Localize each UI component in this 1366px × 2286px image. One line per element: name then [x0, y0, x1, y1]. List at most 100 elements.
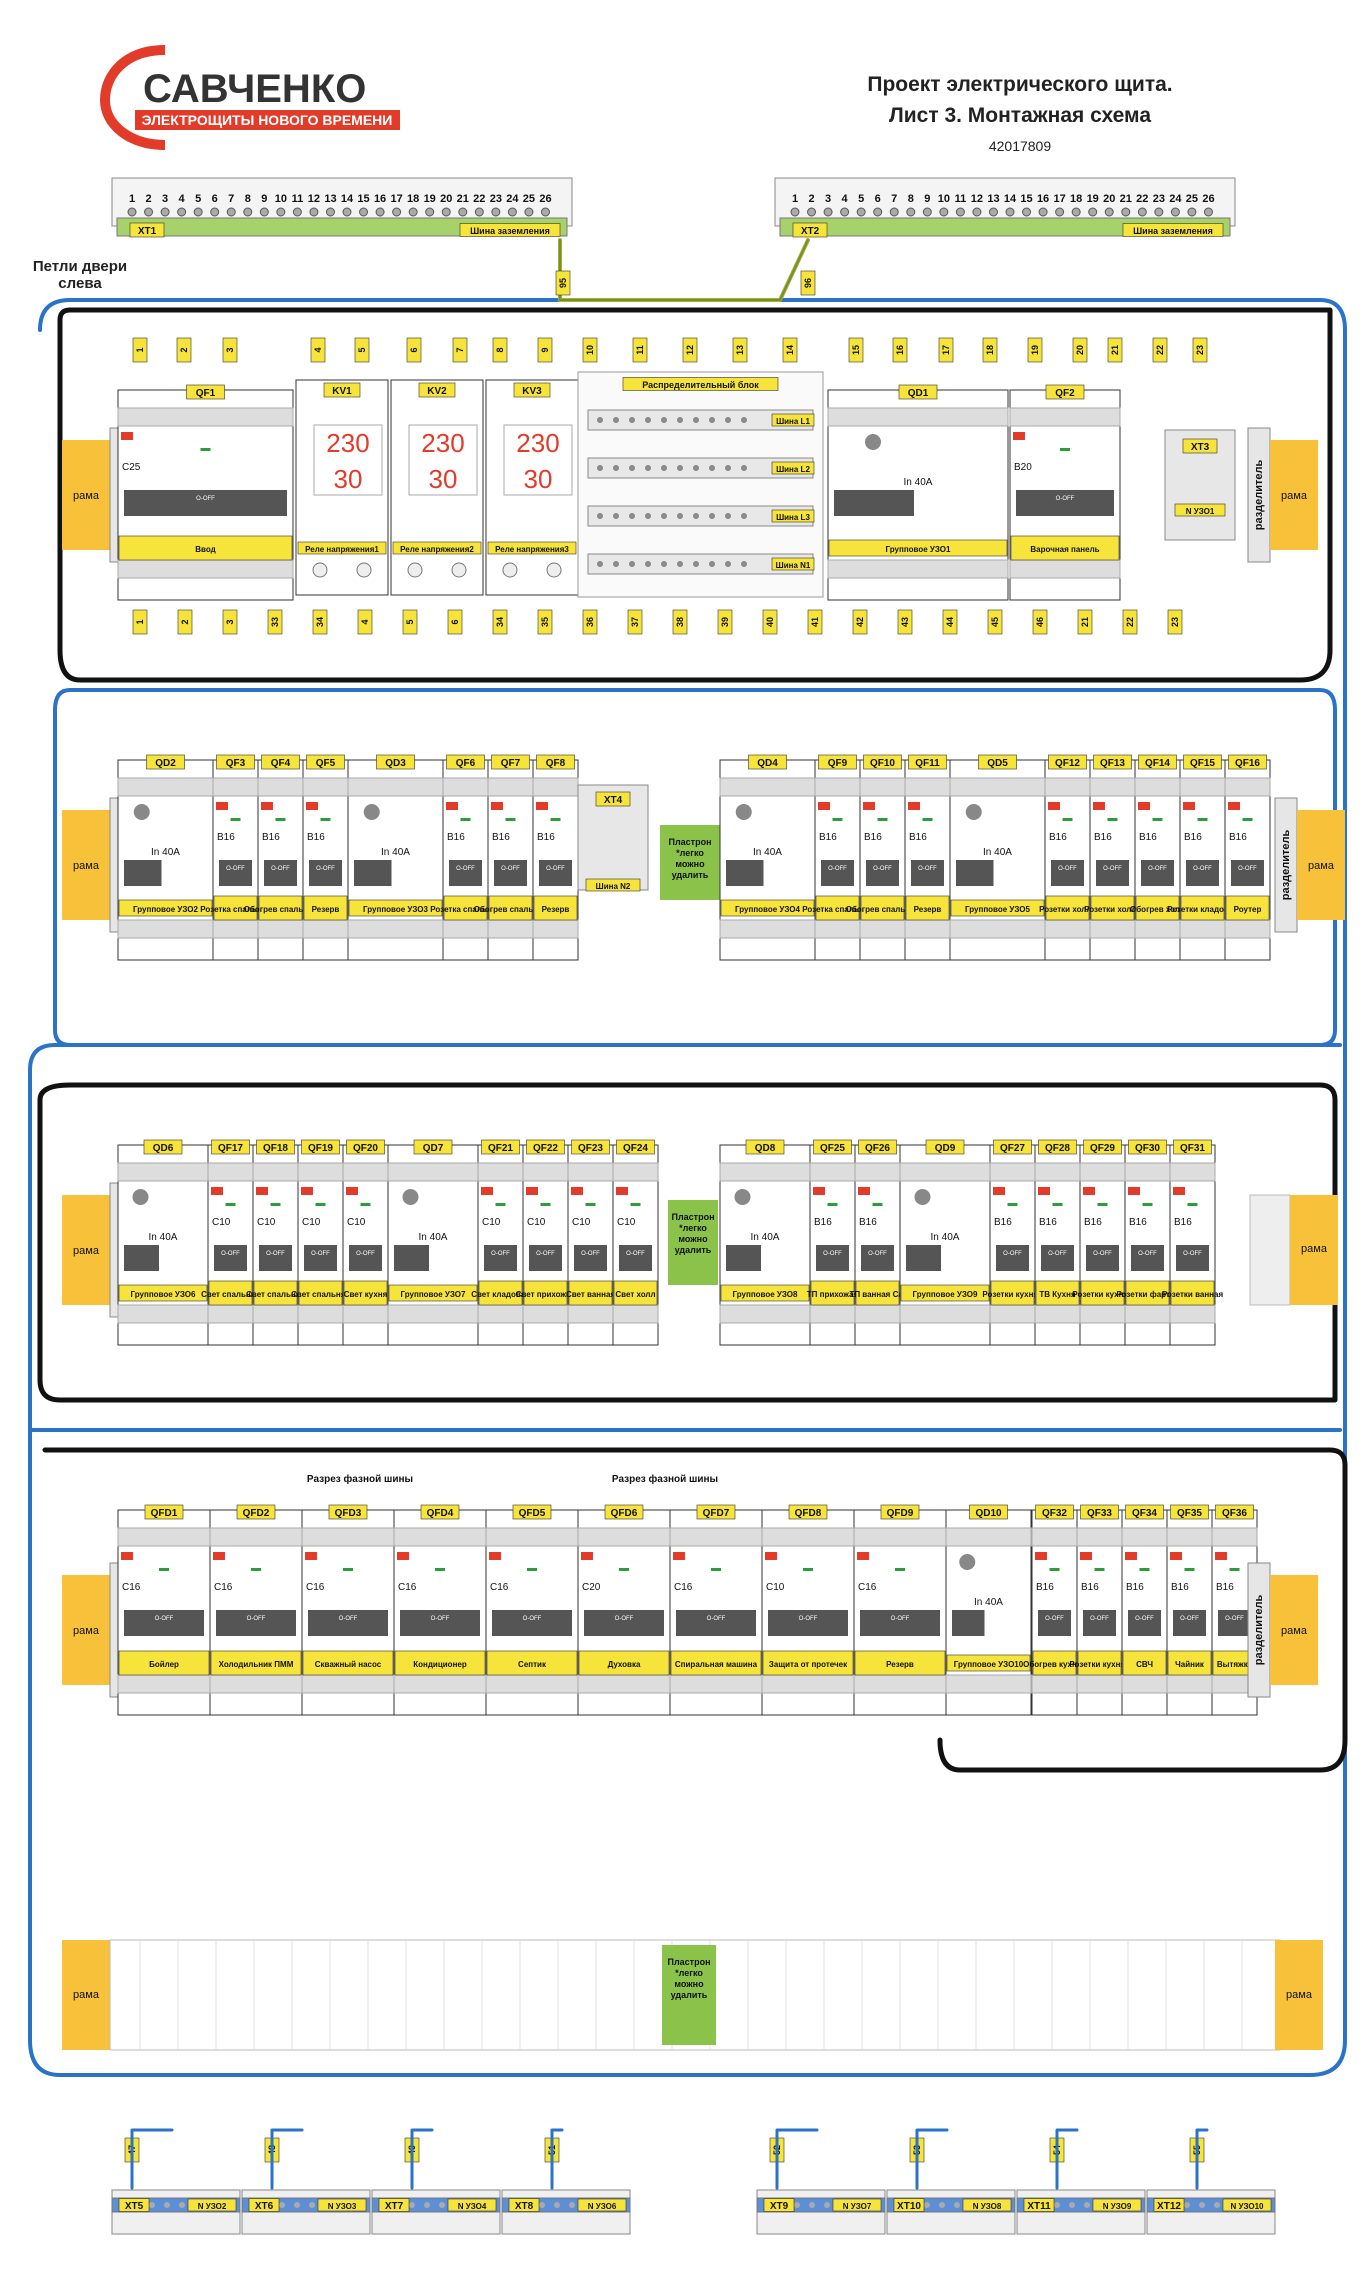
- device-tag: QF35: [1170, 1504, 1209, 1520]
- row1-wire-bottom-21: 21: [1077, 609, 1093, 635]
- tag-box: [818, 754, 857, 770]
- bottom-screws: [577, 1674, 671, 1694]
- row1-wire-top-21: 21: [1107, 337, 1123, 363]
- screw-icon: [1022, 207, 1032, 217]
- wire-tag-box: [176, 337, 192, 363]
- ekf-icon: [491, 802, 503, 810]
- tag-box: [577, 2198, 627, 2212]
- indicator-icon: [251, 1568, 261, 1571]
- wire-tag-text: 1: [135, 347, 145, 352]
- bottom-screws: [814, 919, 861, 939]
- rama-label: рама: [73, 1989, 100, 2001]
- screw-icon: [540, 207, 550, 217]
- terminal-number: 13: [987, 193, 999, 205]
- tag-text: Розетки ванная: [1162, 1290, 1224, 1299]
- rcd-qd2: In 40A: [117, 759, 214, 961]
- ekf-icon: [1080, 1552, 1092, 1560]
- device-tag: XT3: [1182, 438, 1218, 454]
- wire-tag-text: 21: [1110, 345, 1120, 355]
- device-tag: QD1: [898, 384, 938, 400]
- screw-icon: [790, 207, 800, 217]
- tag-box: [508, 2198, 540, 2212]
- rating: B16: [1049, 832, 1067, 843]
- tag-box: [376, 754, 415, 770]
- bus-tag: N УЗО8: [962, 2198, 1012, 2212]
- rating: C16: [398, 1582, 417, 1593]
- tag-box: [748, 754, 787, 770]
- tag-text: QF18: [263, 1143, 288, 1154]
- wire-tag-box: [717, 609, 733, 635]
- top-screws: [854, 1162, 901, 1182]
- device-tag: QD6: [143, 1139, 183, 1155]
- wire-tag-box: [357, 609, 373, 635]
- plastron-panel: [668, 1200, 718, 1285]
- toggle-lever: [816, 1245, 849, 1271]
- top-screws: [945, 1527, 1032, 1547]
- wire-tag-text: 14: [785, 345, 795, 355]
- tag-box: [1174, 503, 1226, 517]
- tag-box: [1035, 1280, 1080, 1306]
- screw-icon: [597, 465, 603, 471]
- tag-box: [670, 1650, 762, 1676]
- rating: B16: [1084, 1217, 1102, 1228]
- rcd-qd5: In 40A: [949, 759, 1046, 961]
- device-name: Розетка спальня2: [430, 895, 501, 921]
- tag-text: XT7: [385, 2201, 404, 2212]
- row1-wire-top-16: 16: [892, 337, 908, 363]
- screw-icon: [1203, 207, 1213, 217]
- bottom-screws: [1124, 1304, 1171, 1324]
- wire-tag-text: 2: [180, 619, 190, 624]
- bus-tag: N УЗО9: [1092, 2198, 1142, 2212]
- terminal-number: 22: [1136, 193, 1148, 205]
- toggle-lever: [1083, 1610, 1116, 1636]
- tag-box: [328, 1504, 368, 1520]
- bottom-screws: [1076, 1674, 1123, 1694]
- tag-box: [1093, 754, 1132, 770]
- device-tag: KV2: [418, 382, 456, 398]
- rating: B16: [447, 832, 465, 843]
- screw-icon: [226, 207, 236, 217]
- top-screws: [1124, 1162, 1171, 1182]
- wire-tag-box: [632, 337, 648, 363]
- device-tag: XT12: [1153, 2198, 1185, 2212]
- screw-icon: [1184, 2202, 1190, 2208]
- tag-box: [616, 1139, 655, 1155]
- tag-text: Распределительный блок: [642, 380, 759, 390]
- terminal-number: 2: [808, 193, 814, 205]
- tag-text: XT9: [770, 2201, 789, 2212]
- tag-box: [1090, 895, 1135, 921]
- terminal-number: 6: [212, 193, 218, 205]
- ekf-icon: [765, 1552, 777, 1560]
- screw-icon: [210, 207, 220, 217]
- toggle-lever: [449, 860, 482, 886]
- test-button-icon: [402, 1189, 419, 1205]
- tag-box: [1092, 2198, 1142, 2212]
- toggle-lever: [911, 860, 944, 886]
- row1-wire-bottom-2: 2: [177, 609, 193, 635]
- tag-box: [1038, 1139, 1077, 1155]
- rating: B16: [307, 832, 325, 843]
- rating: In 40A: [974, 1597, 1003, 1608]
- bottom-screws: [297, 1304, 344, 1324]
- tag-text: Свет холл: [615, 1290, 655, 1299]
- screw-icon: [629, 465, 635, 471]
- wire-tag-text: 35: [540, 617, 550, 627]
- wire-tag-box: [406, 337, 422, 363]
- wire-tag-text: 42: [855, 617, 865, 627]
- tag-box: [990, 1280, 1035, 1306]
- tag-box: [248, 2198, 280, 2212]
- bottom-wire: [915, 2128, 949, 2190]
- ekf-icon: [813, 1187, 825, 1195]
- toggle-lever: [124, 1245, 159, 1271]
- tag-text: N УЗО6: [588, 2202, 617, 2211]
- screw-icon: [613, 561, 619, 567]
- terminal-number: 14: [341, 193, 354, 205]
- terminal-number: 8: [245, 193, 251, 205]
- toggle-lever: [539, 860, 572, 886]
- top-screws: [117, 1162, 209, 1182]
